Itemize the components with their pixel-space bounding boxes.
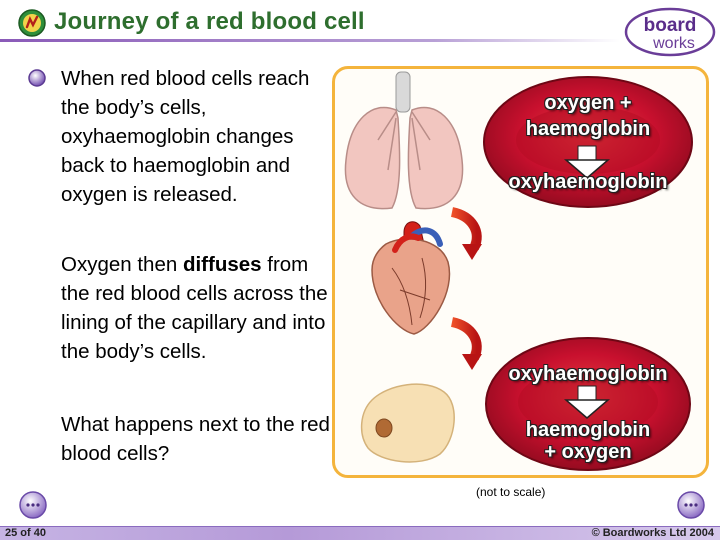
label-haemoglobin-bottom: haemoglobin <box>525 419 651 441</box>
title-underline <box>0 39 620 42</box>
paragraph-diffusion: Oxygen then diffuses from the red blood … <box>61 250 331 366</box>
label-oxyhaemoglobin-result: oxyhaemoglobin <box>508 171 668 193</box>
scale-note: (not to scale) <box>476 485 546 499</box>
prev-slide-icon[interactable] <box>18 490 48 520</box>
page-title: Journey of a red blood cell <box>54 8 365 35</box>
question-text: What happens next to the red blood cells… <box>61 413 330 465</box>
next-slide-icon[interactable] <box>676 490 706 520</box>
svg-text:works: works <box>652 35 695 52</box>
boardworks-logo: board works <box>624 7 716 57</box>
paragraph-diffusion-end: from the red blood cells across the lini… <box>61 253 328 363</box>
bullet-icon <box>28 69 46 87</box>
footer-bar <box>0 526 720 540</box>
keyword-diffuses: diffuses <box>182 253 262 276</box>
label-plus-oxygen: + oxygen <box>544 441 632 463</box>
slide-counter: 25 of 40 <box>5 527 46 539</box>
label-oxyhaemoglobin-start: oxyhaemoglobin <box>508 363 668 385</box>
label-haemoglobin-top: haemoglobin <box>525 118 651 140</box>
paragraph-release: When red blood cells reach the body’s ce… <box>61 67 310 206</box>
svg-text:board: board <box>644 15 697 36</box>
copyright-notice: © Boardworks Ltd 2004 <box>591 527 714 539</box>
paragraph-diffusion-start: Oxygen then <box>61 253 183 276</box>
label-oxygen-plus: oxygen + <box>544 92 632 114</box>
title-emblem-icon <box>18 9 46 37</box>
